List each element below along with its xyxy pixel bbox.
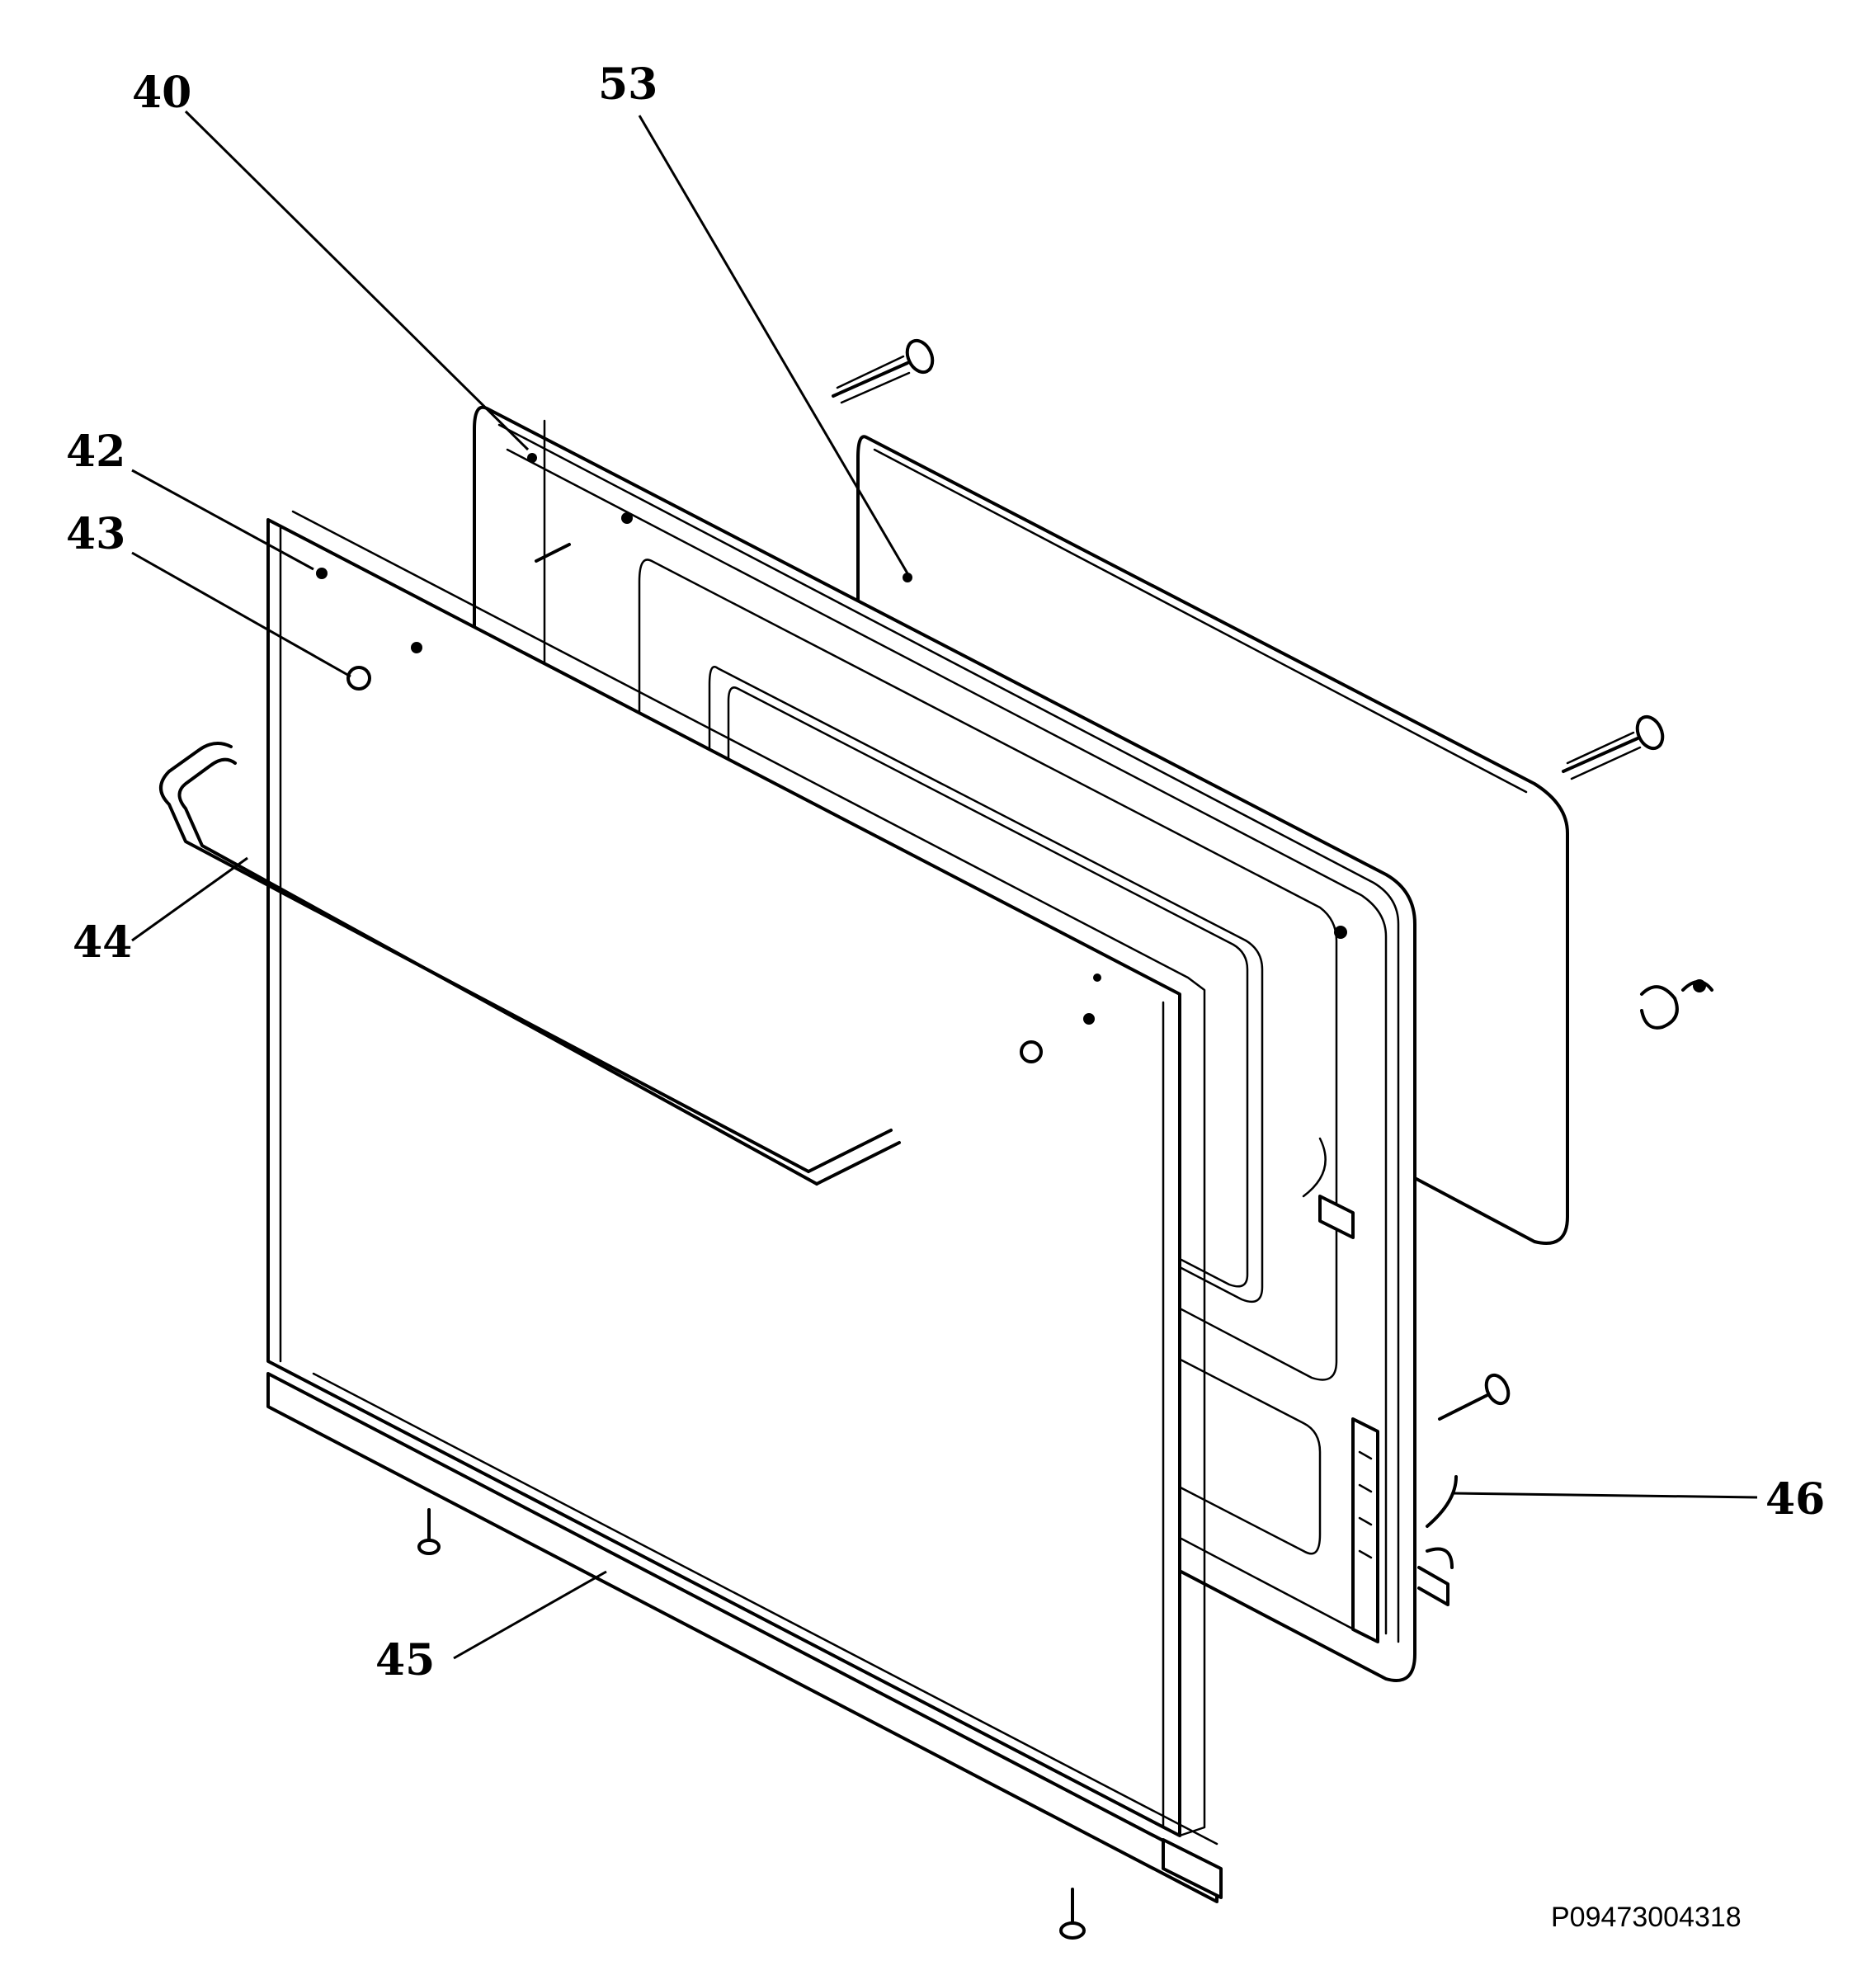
door-handle [159, 742, 901, 1186]
callout-46: 46 [1765, 1474, 1825, 1525]
outer-door-panel [266, 510, 1206, 1837]
screw-bottom-left [417, 1508, 441, 1555]
callout-43: 43 [66, 509, 125, 559]
screw-right [1562, 714, 1665, 780]
callout-45: 45 [375, 1635, 435, 1685]
clip-right [1640, 979, 1713, 1030]
callout-40: 40 [132, 68, 191, 118]
callout-53: 53 [598, 59, 658, 110]
callout-42: 42 [66, 427, 125, 477]
screw-bottom-center [1059, 1888, 1086, 1940]
bottom-trim-strip [266, 1372, 1223, 1903]
screw-top [832, 338, 935, 404]
leader-lines [131, 110, 1758, 1660]
callout-44: 44 [73, 917, 132, 968]
screw-lower-right [1438, 1373, 1511, 1421]
reference-code: P09473004318 [1551, 1902, 1742, 1933]
